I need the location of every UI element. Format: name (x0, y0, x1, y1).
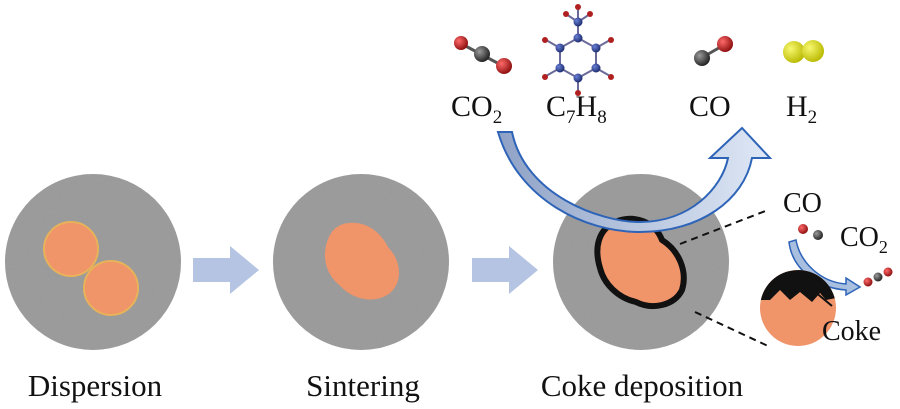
formula-co: CO (689, 90, 731, 123)
coke-inset: CO CO2 Coke (760, 188, 893, 347)
toluene-molecule-icon (542, 4, 614, 96)
zoom-line-bottom (694, 311, 769, 347)
stage-label-coke-deposition: Coke deposition (541, 368, 744, 403)
formula-toluene: C7H8 (546, 90, 607, 128)
zoom-line-top (679, 209, 769, 245)
stage-arrow-2 (472, 246, 538, 294)
h2-molecule-icon (783, 40, 824, 63)
dispersed-particle-2 (83, 260, 139, 316)
inset-co-label: CO (783, 188, 822, 219)
reaction-curved-arrow (496, 126, 773, 234)
co2-molecule-icon (454, 36, 512, 74)
co-molecule-icon (694, 36, 733, 66)
sintering-support (273, 174, 449, 350)
sintered-particle (324, 222, 399, 300)
dispersed-particle-1 (43, 221, 99, 277)
coke-pointer (807, 285, 833, 307)
formula-h2: H2 (786, 90, 817, 128)
stage-arrow-1 (193, 246, 259, 294)
dispersion-support (5, 174, 181, 350)
inset-coke-label: Coke (822, 316, 881, 347)
formula-co2: CO2 (451, 90, 502, 128)
inset-co-molecule-icon (798, 224, 823, 240)
stage-label-sintering: Sintering (306, 368, 420, 403)
stage-label-dispersion: Dispersion (28, 368, 163, 403)
inset-co2-molecule-icon (863, 267, 893, 287)
inset-co2-label: CO2 (840, 222, 888, 257)
coked-particle (594, 215, 687, 309)
